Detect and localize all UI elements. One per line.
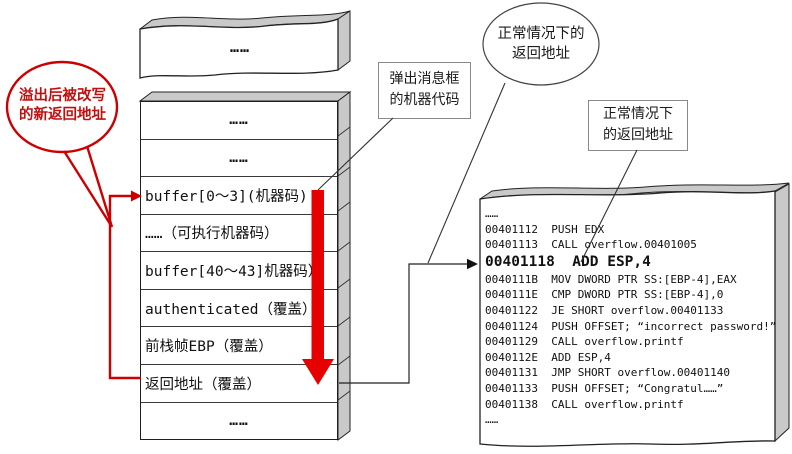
code-line: 0040111E CMP DWORD PTR SS:[EBP-4],0 <box>485 288 724 302</box>
stack-row: …… <box>229 412 249 429</box>
normal-return-box-line-2: 的返回地址 <box>603 127 673 143</box>
machine-code-callout-box: 弹出消息框 的机器代码 <box>378 62 471 119</box>
balloon-line-2: 的新返回地址 <box>19 106 106 123</box>
normal-return-ellipse-line-2: 返回地址 <box>512 46 570 62</box>
memory-stack: …… …… buffer[0～3](机器码) ……（可执行机器码） buffer… <box>140 101 338 440</box>
stack-row-buffer-end: buffer[40～43]机器码） <box>141 252 337 290</box>
code-line: 00401113 CALL overflow.00401005 <box>485 238 697 252</box>
stack-row-executable-code: ……（可执行机器码） <box>141 215 337 253</box>
stack-row-return-address: 返回地址（覆盖） <box>141 365 337 403</box>
code-line: 00401124 PUSH OFFSET; “incorrect passwor… <box>485 319 777 333</box>
machine-code-line-1: 弹出消息框 <box>389 71 460 87</box>
code-paper-top-face <box>479 182 790 200</box>
code-line: 00401129 CALL overflow.printf <box>485 335 684 349</box>
top-torn-box-top-face <box>139 10 351 30</box>
balloon-line-1: 溢出后被改写 <box>19 87 106 104</box>
code-line: …… <box>485 413 499 427</box>
top-box-ellipsis: …… <box>229 38 251 56</box>
code-line: 00401112 PUSH EDX <box>485 222 605 236</box>
code-line: 00401131 JMP SHORT overflow.00401140 <box>485 366 731 380</box>
code-line: 00401122 JE SHORT overflow.00401133 <box>485 303 724 317</box>
code-connector-arrowhead <box>467 258 478 270</box>
disassembly-listing: …… 00401112 PUSH EDX 00401113 CALL overf… <box>485 206 777 428</box>
code-line-highlighted: 00401118 ADD ESP,4 <box>485 253 651 270</box>
normal-return-box-line-1: 正常情况下 <box>603 106 673 122</box>
code-paper-side-face <box>774 183 790 443</box>
code-line: …… <box>485 207 499 220</box>
normal-return-ellipse-line-1: 正常情况下的 <box>497 26 585 42</box>
stack-row-prev-ebp: 前栈帧EBP（覆盖） <box>141 327 337 365</box>
stack-side-row-ticks <box>337 126 351 401</box>
return-address-to-code-connector <box>339 263 468 384</box>
code-line: 0040111B MOV DWORD PTR SS:[EBP-4],EAX <box>485 272 737 286</box>
stack-top-face <box>138 91 352 102</box>
stack-row: …… <box>141 102 337 140</box>
balloon-tail-lines <box>62 145 114 228</box>
red-new-return-connector <box>108 194 141 380</box>
code-line: 00401138 CALL overflow.printf <box>485 397 684 411</box>
code-line: 0040112E ADD ESP,4 <box>485 350 611 364</box>
normal-return-ellipse-label: 正常情况下的 返回地址 <box>482 24 600 64</box>
overflow-balloon-label: 溢出后被改写 的新返回地址 <box>4 86 121 124</box>
normal-return-callout-box: 正常情况下 的返回地址 <box>588 100 688 151</box>
code-line: 00401133 PUSH OFFSET; “Congratul……” <box>485 381 724 395</box>
stack-side-face <box>337 91 351 441</box>
stack-row-buffer-start: buffer[0～3](机器码) <box>141 177 337 215</box>
top-torn-box-side-face <box>337 10 351 71</box>
machine-code-line-2: 的机器代码 <box>389 92 460 108</box>
stack-row: …… <box>141 140 337 178</box>
stack-row-authenticated: authenticated（覆盖） <box>141 290 337 328</box>
